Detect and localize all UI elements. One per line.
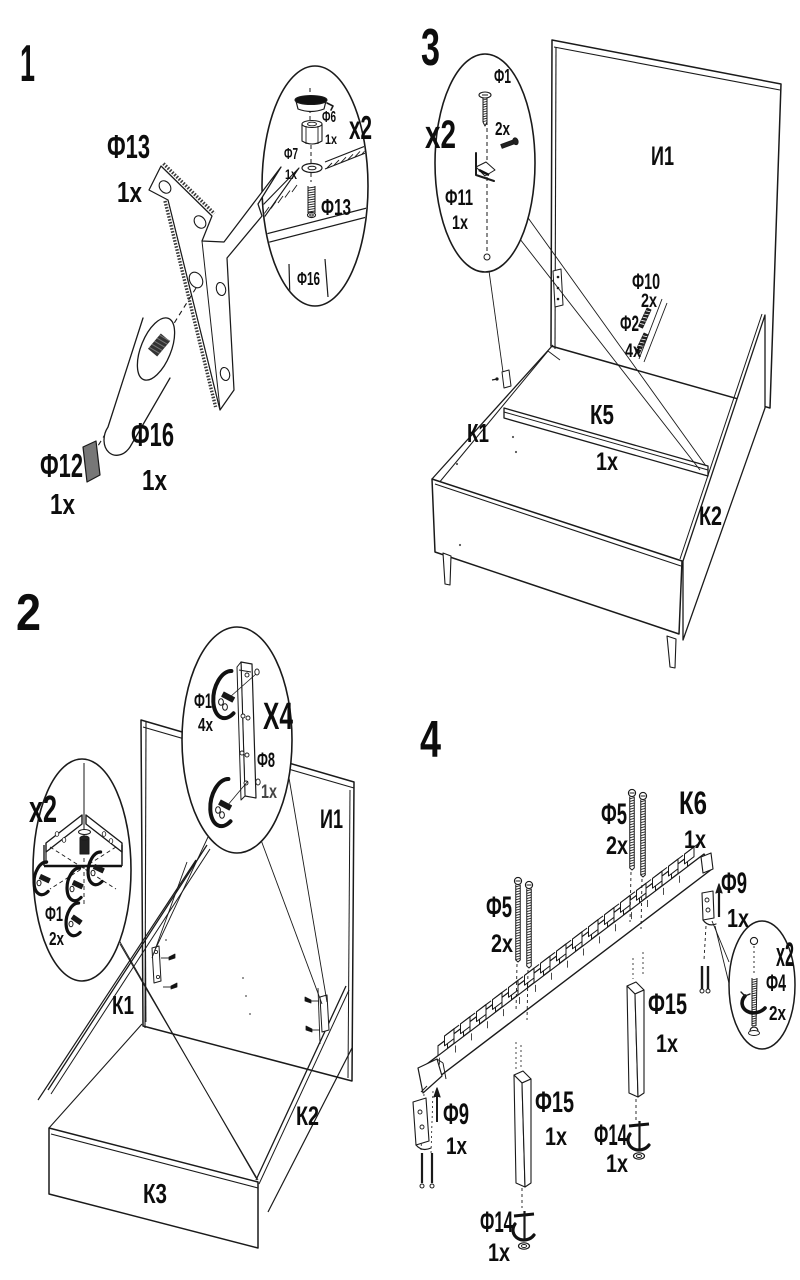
svg-text:Ф15: Ф15 (535, 1086, 574, 1119)
svg-text:1x: 1x (488, 1239, 510, 1267)
svg-text:Ф4: Ф4 (766, 970, 786, 997)
svg-text:2x: 2x (495, 119, 510, 139)
svg-text:Ф1: Ф1 (494, 66, 511, 88)
svg-text:Ф1: Ф1 (194, 690, 212, 713)
svg-text:Ф15: Ф15 (648, 988, 687, 1021)
svg-text:1x: 1x (545, 1123, 567, 1151)
svg-text:1x: 1x (452, 213, 468, 234)
svg-text:1x: 1x (596, 448, 618, 476)
svg-text:1: 1 (20, 35, 35, 93)
svg-text:Ф1: Ф1 (45, 903, 63, 926)
svg-text:К2: К2 (699, 501, 722, 531)
svg-text:1x: 1x (606, 1150, 628, 1178)
svg-text:К2: К2 (296, 1101, 319, 1131)
svg-text:Ф14: Ф14 (594, 1119, 627, 1152)
svg-text:x2: x2 (776, 936, 794, 974)
svg-text:1x: 1x (50, 489, 75, 521)
svg-text:x2: x2 (425, 113, 456, 157)
svg-text:Ф16: Ф16 (297, 269, 320, 289)
svg-text:Ф14: Ф14 (480, 1206, 513, 1239)
svg-text:Ф8: Ф8 (257, 749, 275, 772)
svg-text:Ф2: Ф2 (620, 311, 639, 336)
svg-text:Ф16: Ф16 (131, 416, 174, 453)
svg-text:3: 3 (421, 19, 440, 77)
svg-text:К1: К1 (467, 418, 489, 448)
svg-text:1x: 1x (446, 1133, 468, 1160)
svg-text:Ф13: Ф13 (321, 194, 351, 220)
svg-text:1x: 1x (684, 826, 706, 854)
svg-text:4x: 4x (198, 715, 213, 735)
svg-text:1x: 1x (261, 782, 277, 803)
svg-text:2x: 2x (49, 929, 64, 949)
svg-text:1x: 1x (117, 177, 142, 209)
svg-text:К6: К6 (679, 785, 707, 821)
svg-text:1x: 1x (325, 131, 337, 147)
svg-text:2x: 2x (641, 291, 657, 312)
svg-text:Ф11: Ф11 (445, 185, 473, 210)
svg-text:2x: 2x (606, 832, 628, 860)
svg-text:4: 4 (420, 711, 441, 769)
svg-text:Ф6: Ф6 (322, 109, 336, 126)
svg-text:x2: x2 (29, 789, 57, 831)
svg-text:Ф10: Ф10 (632, 269, 660, 294)
svg-text:И1: И1 (320, 804, 343, 834)
svg-text:4x: 4x (625, 341, 641, 362)
svg-text:1x: 1x (656, 1030, 678, 1058)
svg-text:1x: 1x (727, 903, 749, 933)
svg-text:x2: x2 (349, 109, 372, 146)
svg-text:2x: 2x (769, 1003, 786, 1025)
svg-text:Ф7: Ф7 (284, 146, 298, 163)
svg-text:Ф13: Ф13 (107, 128, 150, 165)
svg-text:Ф5: Ф5 (601, 798, 627, 831)
svg-text:Ф9: Ф9 (443, 1098, 469, 1131)
svg-text:Ф5: Ф5 (486, 891, 512, 924)
svg-text:2x: 2x (491, 930, 513, 958)
svg-text:К5: К5 (590, 399, 614, 430)
svg-text:И1: И1 (651, 141, 674, 171)
svg-text:Ф12: Ф12 (40, 447, 83, 484)
svg-text:2: 2 (16, 584, 41, 642)
svg-text:К1: К1 (112, 990, 134, 1020)
svg-text:1x: 1x (285, 166, 297, 182)
svg-text:1x: 1x (142, 465, 167, 497)
svg-text:X4: X4 (263, 696, 293, 738)
svg-text:Ф9: Ф9 (721, 867, 747, 900)
svg-text:К3: К3 (143, 1178, 167, 1209)
